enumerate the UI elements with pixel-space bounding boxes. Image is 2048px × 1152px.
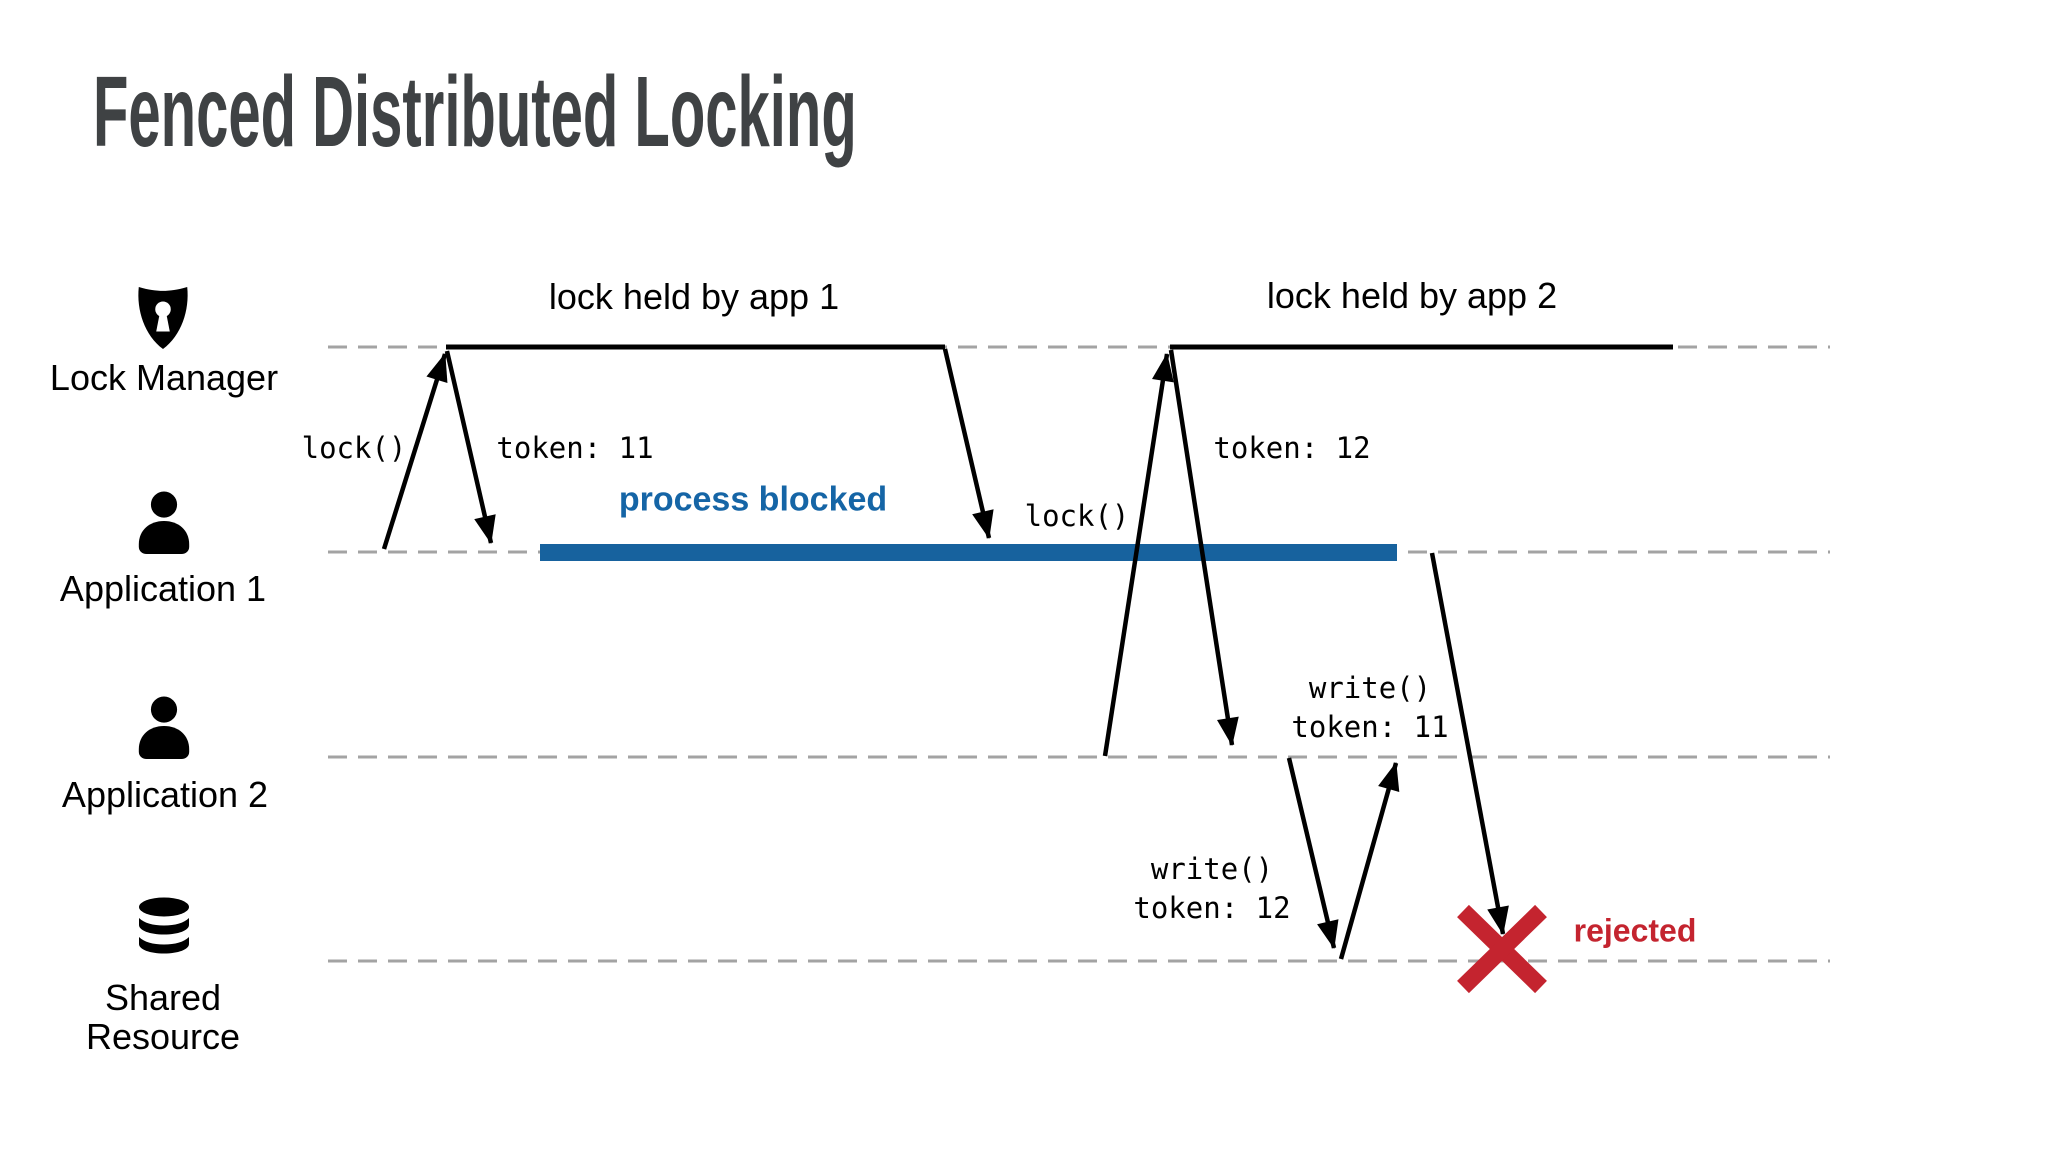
process-blocked-label: process blocked	[618, 480, 888, 519]
lane-label-lock-manager: Lock Manager	[49, 357, 279, 398]
arrow-app2-write-ack	[1338, 762, 1400, 960]
token-12-label: token: 12	[1213, 431, 1371, 466]
lane-label-shared-resource: Shared Resource	[85, 977, 241, 1057]
arrow-app2-lock-request	[1102, 353, 1174, 757]
process-blocked-bar	[540, 544, 1397, 561]
rejected-x-icon	[1457, 904, 1547, 994]
database-icon	[136, 896, 192, 956]
arrow-token11-grant	[444, 350, 496, 544]
app2-lock-call-label: lock()	[1024, 499, 1130, 534]
lane-label-application-1: Application 1	[59, 568, 267, 609]
user-icon	[133, 489, 195, 555]
app1-write-call-line: write()	[1308, 671, 1432, 705]
rejected-label: rejected	[1573, 912, 1697, 949]
arrow-app1-lock-request	[381, 353, 448, 550]
lane-label-application-2: Application 2	[61, 774, 269, 815]
lock-held-app2-label: lock held by app 2	[1266, 275, 1558, 317]
page-title: Fenced Distributed Locking	[93, 62, 1410, 162]
app1-write-token-line: token: 11	[1291, 710, 1449, 744]
lock-shield-icon	[132, 281, 194, 351]
lock-held-app1-label: lock held by app 1	[548, 276, 840, 318]
page-title-text: Fenced Distributed Locking	[93, 56, 857, 168]
user-icon	[133, 694, 195, 760]
arrow-app2-write-request	[1286, 757, 1339, 949]
arrow-app1-stale-write	[1429, 552, 1509, 935]
app2-write-call-line: write()	[1150, 852, 1274, 886]
app2-write-token-line: token: 12	[1133, 891, 1291, 925]
app1-lock-call-label: lock()	[301, 431, 407, 466]
arrow-token12-grant	[1168, 349, 1239, 746]
token-11-label: token: 11	[496, 431, 654, 466]
arrow-lock-expiry-to-app1	[942, 348, 994, 539]
app2-write-token12-label: write() token: 12	[1133, 850, 1290, 928]
app1-write-token11-label: write() token: 11	[1291, 669, 1448, 747]
